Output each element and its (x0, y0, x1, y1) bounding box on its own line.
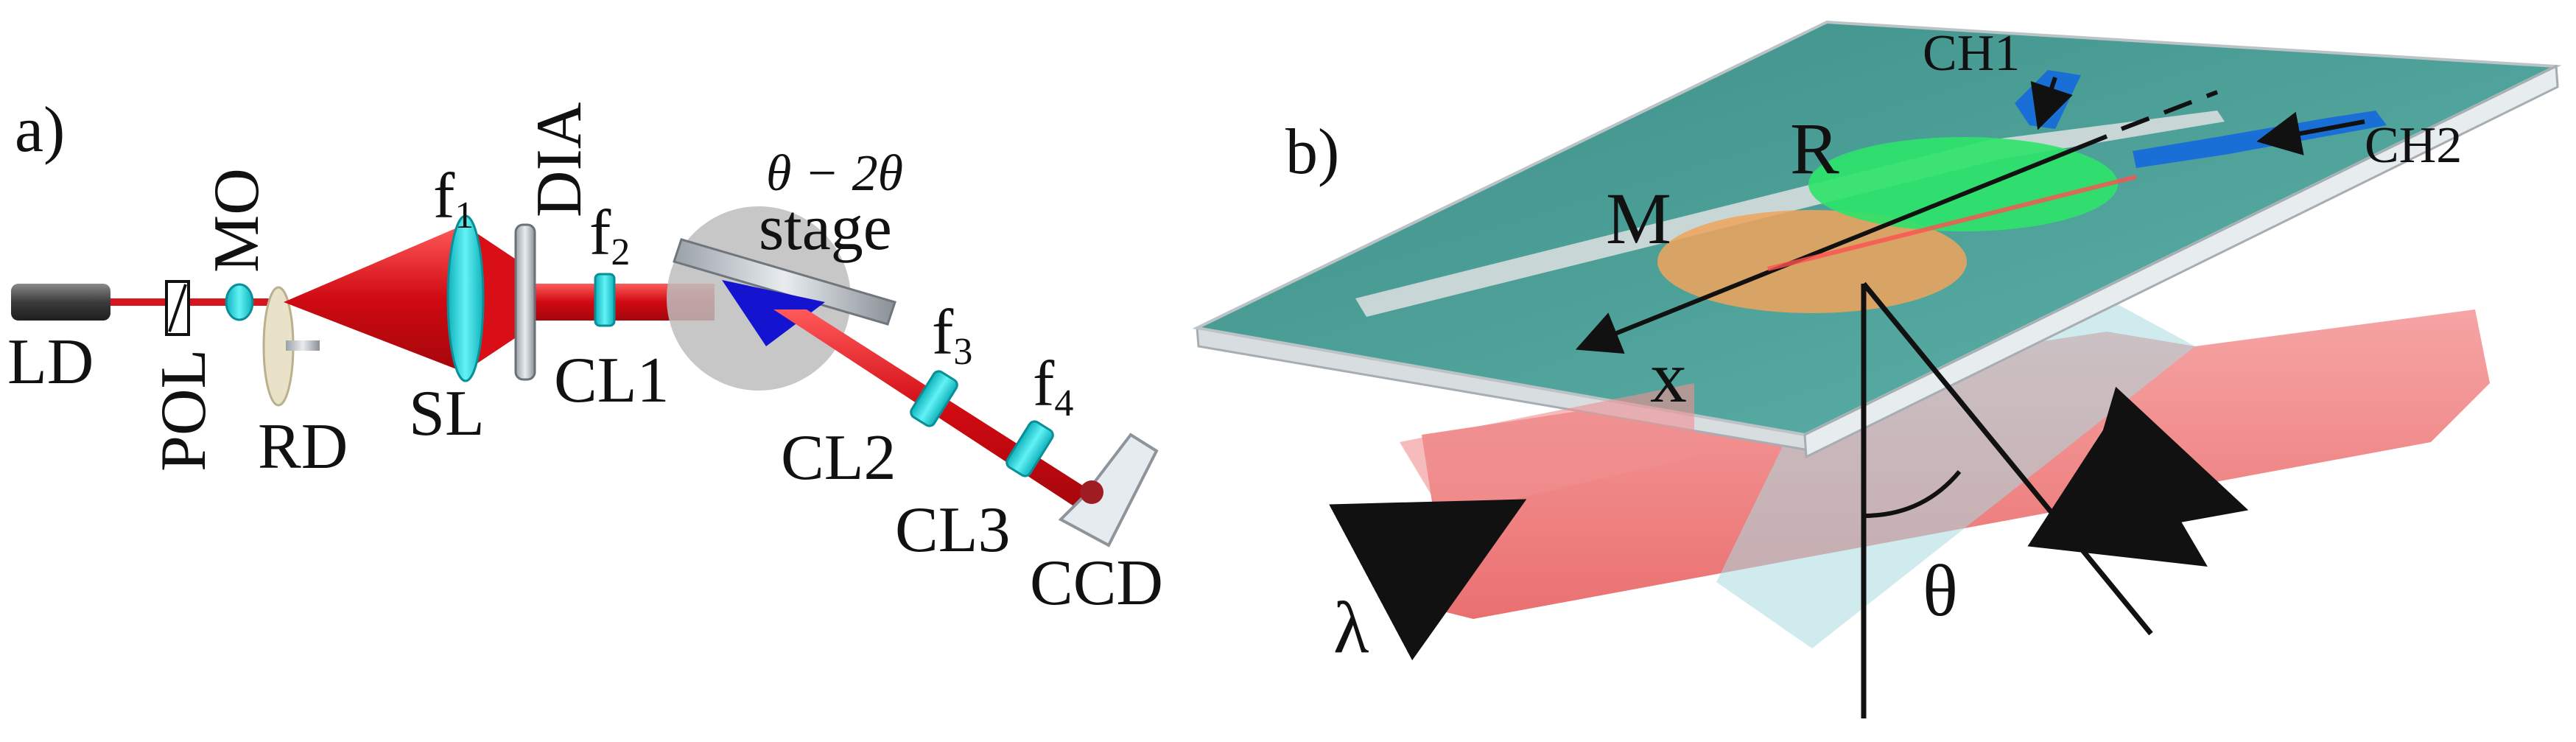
panel-b-tag: b) (1285, 116, 1339, 188)
label-cl1: CL1 (554, 345, 669, 416)
label-ccd: CCD (1030, 547, 1163, 619)
incident-arrow (1329, 499, 1527, 661)
label-f2: f2 (589, 197, 630, 273)
label-ch2: CH2 (2365, 117, 2462, 174)
theta-arc (1863, 470, 1962, 518)
laser-diode (11, 284, 110, 321)
cylindrical-lens-2 (910, 370, 958, 427)
label-pol: POL (148, 349, 220, 472)
label-sl: SL (409, 378, 485, 449)
diffuser-shaft (286, 340, 320, 351)
diaphragm (514, 223, 536, 381)
x-axis-arrow (1575, 134, 2108, 354)
label-m: M (1606, 178, 1671, 259)
output-arrow-2 (2027, 410, 2208, 567)
label-r: R (1790, 108, 1839, 189)
label-f4: f4 (1033, 349, 1073, 424)
label-cl3: CL3 (895, 494, 1010, 566)
cylindrical-lens-1 (594, 273, 616, 327)
microscope-objective (225, 283, 254, 321)
label-theta: θ (1923, 550, 1958, 631)
panel-a: a) (7, 94, 1163, 619)
label-mo: MO (201, 168, 273, 273)
microchannel (1355, 111, 2225, 317)
cylindrical-lens-3 (1006, 420, 1054, 477)
beam-expanding-cone (284, 225, 464, 372)
x-axis-dashes (2120, 90, 2219, 131)
label-cl2: CL2 (781, 422, 896, 494)
prism (722, 280, 825, 346)
label-dia: DIA (524, 102, 595, 217)
label-stage: stage (759, 192, 892, 264)
panel-a-tag: a) (15, 94, 65, 166)
ch2-arrow (2256, 111, 2365, 155)
panel-b: b) (1192, 20, 2562, 718)
label-lambda: λ (1333, 587, 1369, 668)
ch1-arrow (2030, 77, 2073, 130)
polarizer-slash (168, 284, 187, 332)
label-ch1: CH1 (1923, 25, 2020, 82)
label-stage-angle: θ − 2θ (766, 145, 903, 202)
spherical-lens (446, 214, 485, 382)
ccd-camera (1058, 433, 1159, 547)
label-ld: LD (7, 326, 94, 398)
label-rd: RD (258, 411, 348, 483)
label-f3: f3 (932, 297, 972, 373)
label-f1: f1 (433, 161, 474, 237)
label-x: x (1650, 336, 1687, 418)
focus-line (1767, 175, 2137, 271)
light-slab-top (1400, 383, 1694, 516)
prism-holder (673, 238, 896, 326)
thin-beam (110, 298, 273, 306)
ccd-sensor (1080, 480, 1103, 504)
scattered-line (1861, 281, 2153, 636)
chip-front (1803, 64, 2559, 459)
